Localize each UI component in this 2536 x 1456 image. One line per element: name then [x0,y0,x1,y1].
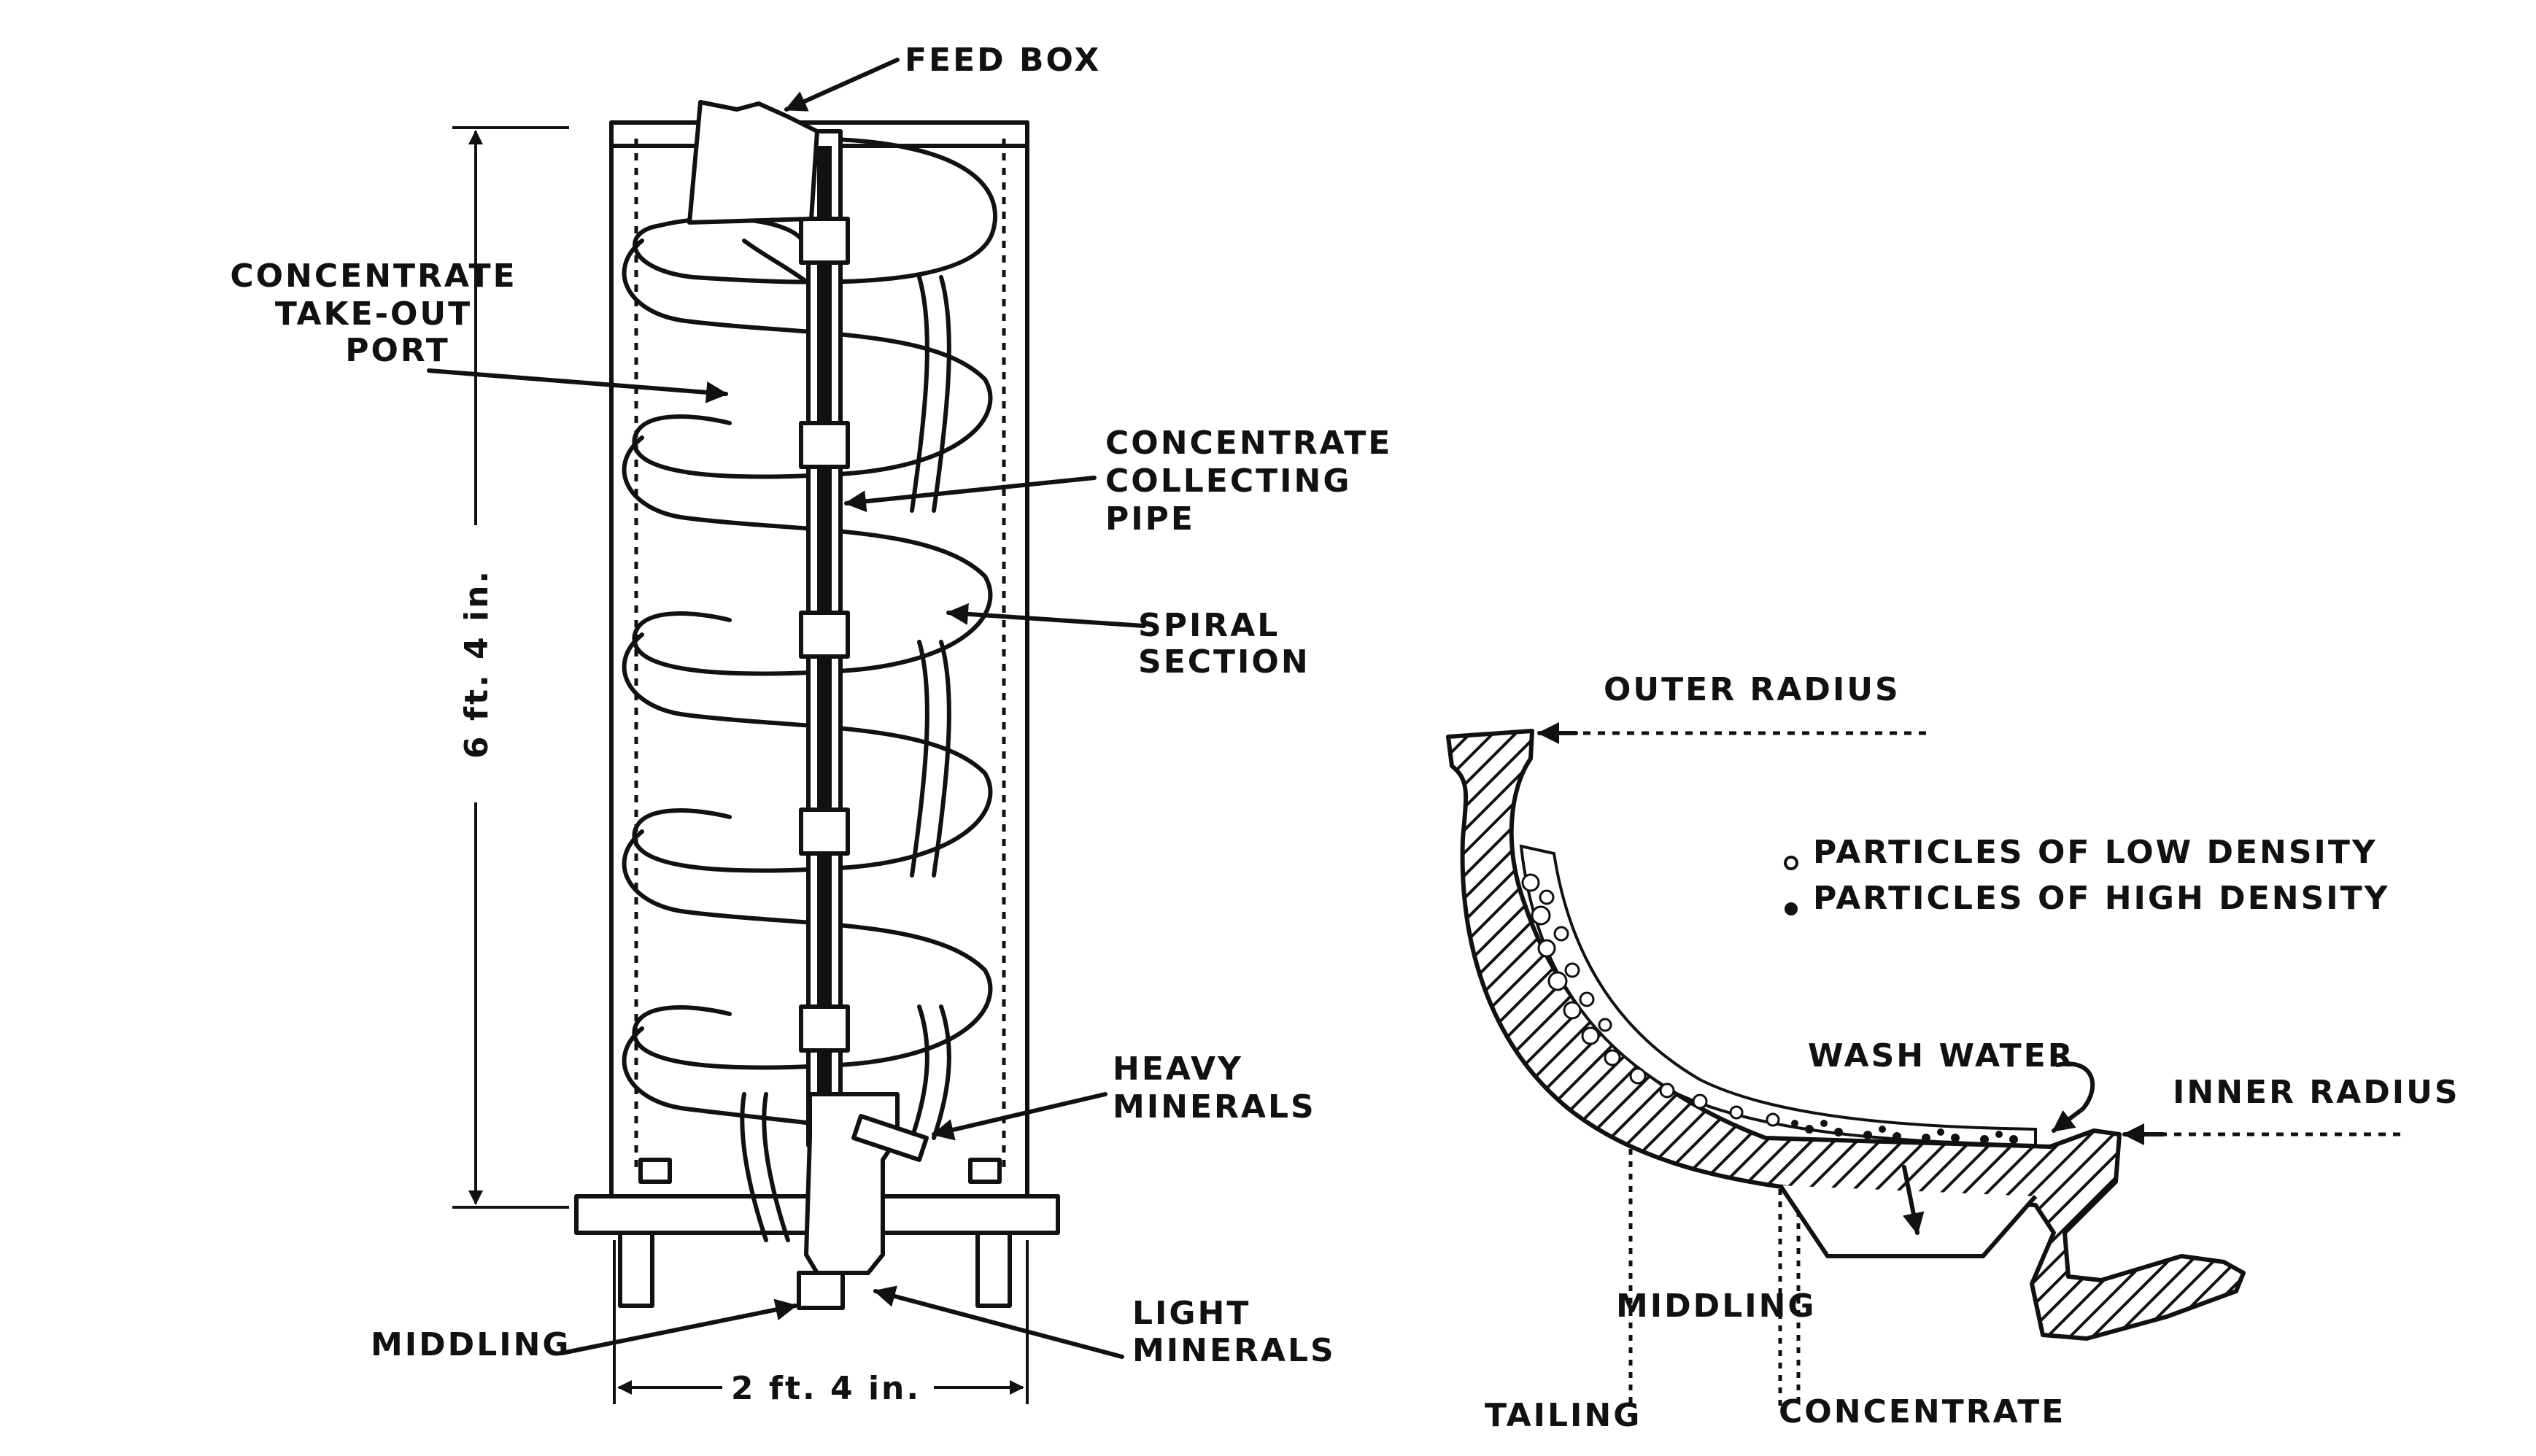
concentrate-arrow [1902,1165,1925,1235]
particle-bed [1519,844,2037,1147]
outer-radius-label: OUTER RADIUS [1604,671,1901,708]
takeout-port-label-3: PORT [345,332,450,369]
takeout-port-label-2: TAKE-OUT [275,295,472,333]
light-minerals-label-1: LIGHT [1132,1295,1250,1332]
heavy-minerals-label-2: MINERALS [1113,1088,1316,1126]
width-dimension-label: 2 ft. 4 in. [731,1370,921,1407]
collecting-pipe-label-2: COLLECTING [1105,462,1351,500]
spiral-section-label-2: SECTION [1138,643,1310,681]
tailing-label: TAILING [1485,1397,1642,1434]
middling-label-right: MIDDLING [1616,1287,1817,1325]
low-density-marker [1784,856,1798,870]
heavy-particles [1791,1120,2018,1144]
height-dimension: 6 ft. 4 in. [452,126,569,1209]
wash-water-label: WASH WATER [1808,1037,2075,1074]
legend-low-density: PARTICLES OF LOW DENSITY [1813,834,2378,871]
cross-section-labels: OUTER RADIUS INNER RADIUS WASH WATER MID… [1485,671,2460,1434]
inner-radius-label: INNER RADIUS [2173,1074,2460,1111]
spiral-concentrator: 6 ft. 4 in. 2 ft. 4 in. FEED BOX CONCENT… [230,42,1392,1407]
collecting-pipe-label-1: CONCENTRATE [1105,425,1392,462]
height-dimension-label: 6 ft. 4 in. [458,569,495,759]
middling-label-left: MIDDLING [371,1326,571,1363]
concentrate-label: CONCENTRATE [1779,1393,2065,1430]
feed-box [687,100,819,225]
bottom-collector [797,1092,929,1310]
high-density-marker [1785,902,1798,915]
spiral-section-label-1: SPIRAL [1138,607,1280,644]
central-column [799,129,850,1147]
collecting-pipe-label-3: PIPE [1105,500,1195,538]
spiral-labels: FEED BOX CONCENTRATE TAKE-OUT PORT CONCE… [230,42,1392,1369]
cross-section: OUTER RADIUS INNER RADIUS WASH WATER MID… [1446,671,2460,1434]
particles [1521,873,1780,1127]
width-dimension: 2 ft. 4 in. [613,1240,1029,1407]
light-minerals-label-2: MINERALS [1132,1332,1336,1369]
legend: PARTICLES OF LOW DENSITY PARTICLES OF HI… [1784,834,2390,917]
heavy-minerals-label-1: HEAVY [1113,1050,1243,1088]
leader-lines [427,58,1146,1359]
takeout-port-label-1: CONCENTRATE [230,257,517,295]
spiral-turns [622,136,997,1242]
frame [574,120,1060,1308]
legend-high-density: PARTICLES OF HIGH DENSITY [1813,880,2390,917]
wash-water-line [2052,1061,2095,1133]
feed-box-label: FEED BOX [905,42,1101,79]
